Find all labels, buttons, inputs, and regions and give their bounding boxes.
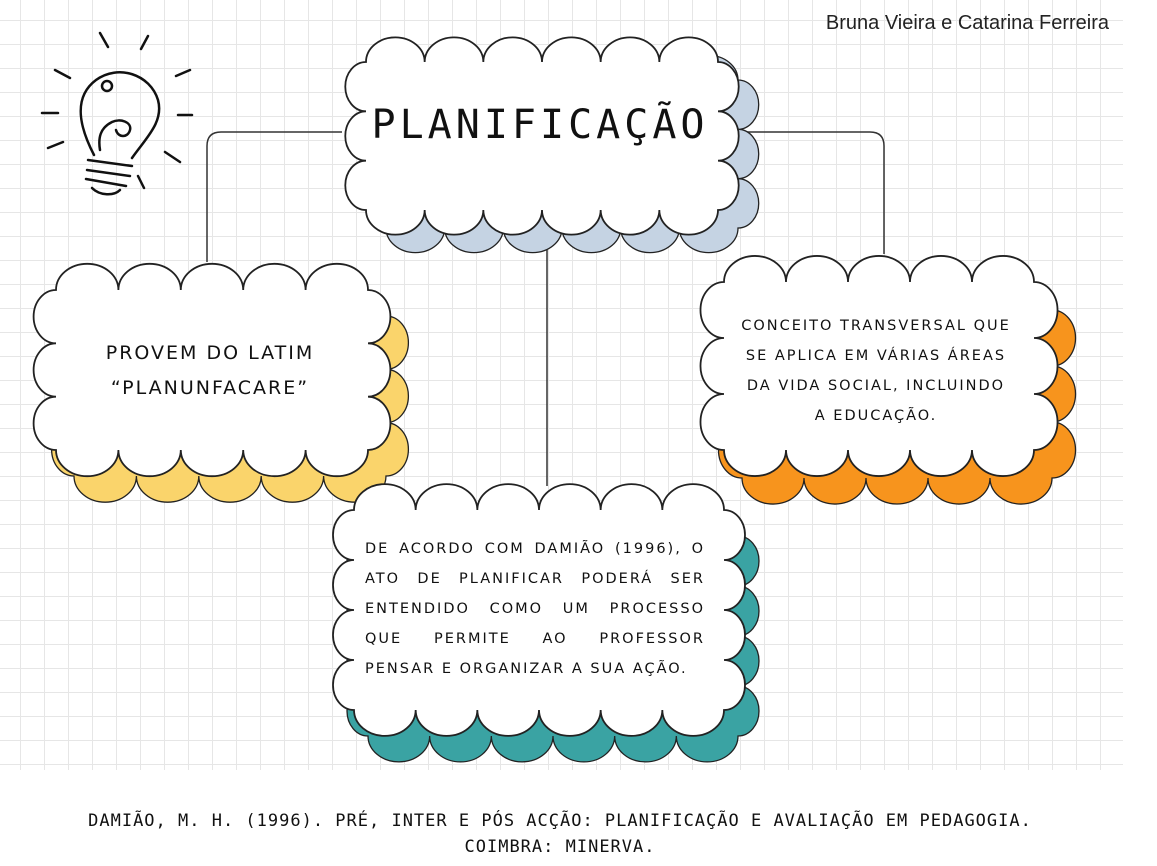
- center-cloud-line: QUE PERMITE AO PROFESSOR: [365, 631, 705, 647]
- left-cloud-line: PROVEM DO LATIM: [105, 342, 315, 364]
- right-cloud-line: SE APLICA EM VÁRIAS ÁREAS: [745, 348, 1007, 364]
- center-cloud-line: ATO DE PLANIFICAR PODERÁ SER: [365, 571, 705, 587]
- bibliographic-reference: DAMIÃO, M. H. (1996). PRÉ, INTER E PÓS A…: [0, 808, 1120, 860]
- right-cloud-text: CONCEITO TRANSVERSAL QUE SE APLICA EM VÁ…: [712, 311, 1040, 431]
- left-cloud-text: PROVEM DO LATIM “PLANUNFACARE”: [60, 336, 360, 406]
- center-cloud-line: PENSAR E ORGANIZAR A SUA AÇÃO.: [365, 661, 688, 677]
- left-cloud-line: “PLANUNFACARE”: [110, 377, 310, 399]
- cloud-title-body: [344, 36, 740, 236]
- cloud-left-body: [32, 262, 392, 478]
- title-cloud: [344, 36, 760, 254]
- connector-lines: [206, 131, 885, 486]
- left-cloud: [32, 262, 410, 503]
- cloud-right-body: [699, 255, 1059, 477]
- center-cloud-line: ENTENDIDO COMO UM PROCESSO: [365, 601, 705, 617]
- page-title: PLANIFICAÇÃO: [371, 102, 709, 148]
- right-cloud-line: DA VIDA SOCIAL, INCLUINDO: [746, 378, 1006, 394]
- center-cloud-text: DE ACORDO COM DAMIÃO (1996), O ATO DE PL…: [365, 534, 705, 684]
- center-cloud-line: DE ACORDO COM DAMIÃO (1996), O: [365, 541, 705, 557]
- reference-line: COIMBRA: MINERVA.: [464, 837, 656, 857]
- right-cloud-line: CONCEITO TRANSVERSAL QUE: [741, 318, 1011, 334]
- lightbulb-icon: [40, 31, 194, 196]
- cloud-center-body: [332, 483, 746, 737]
- connector-title-left: [206, 131, 342, 262]
- right-cloud: [699, 255, 1077, 505]
- connector-title-right: [742, 131, 885, 254]
- author-credit: Bruna Vieira e Catarina Ferreira: [825, 12, 1109, 34]
- center-cloud: [332, 483, 760, 763]
- page-margin-bottom: [0, 770, 1157, 866]
- page-margin-right: [1123, 0, 1157, 866]
- reference-line: DAMIÃO, M. H. (1996). PRÉ, INTER E PÓS A…: [88, 811, 1032, 831]
- right-cloud-line: A EDUCAÇÃO.: [814, 408, 938, 424]
